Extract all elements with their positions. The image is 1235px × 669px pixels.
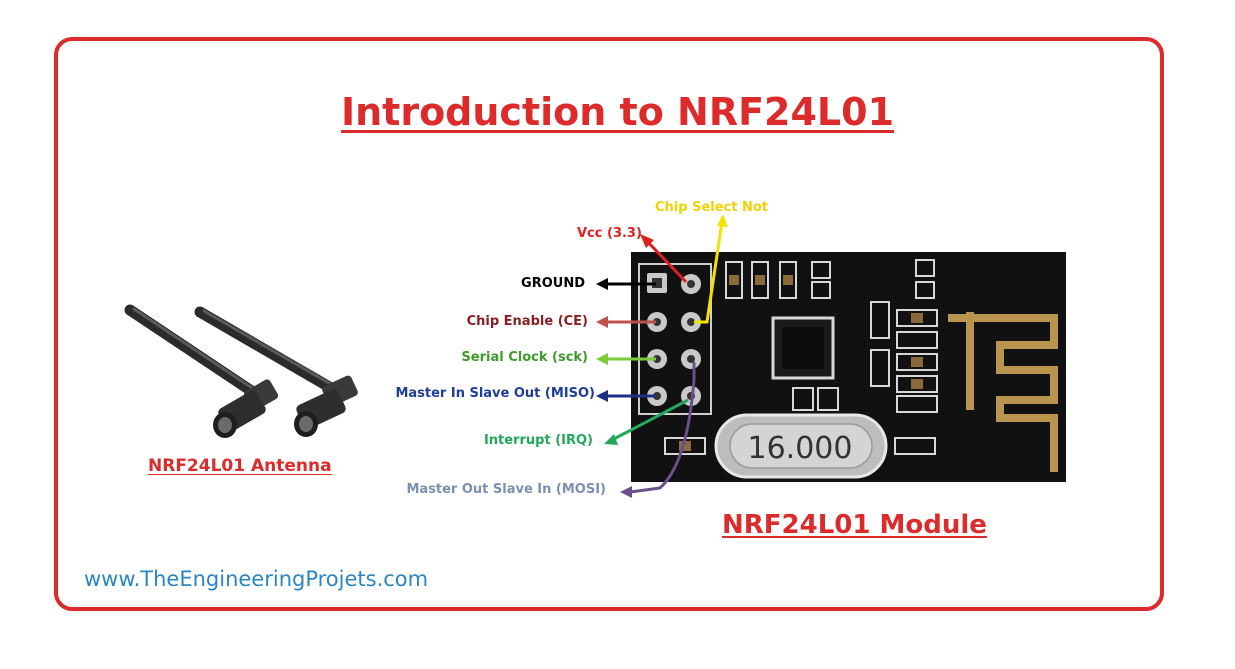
module-board [631, 252, 1066, 482]
antenna-left [124, 304, 279, 438]
label-irq: Interrupt (IRQ) [483, 433, 593, 448]
antenna-image [124, 304, 358, 438]
antenna-right [194, 306, 358, 437]
label-miso: Master In Slave Out (MISO) [395, 386, 595, 401]
page-title-text: Introduction to NRF24L01 [340, 90, 895, 134]
label-chip-select-not: Chip Select Not [655, 200, 769, 215]
label-ground: GROUND [521, 276, 585, 291]
label-mosi: Master Out Slave In (MOSI) [406, 482, 606, 497]
page-title: Introduction to NRF24L01 [0, 90, 1235, 134]
label-vcc: Vcc (3.3) [577, 226, 642, 241]
label-chip-enable: Chip Enable (CE) [466, 314, 588, 329]
module-caption: NRF24L01 Module [722, 510, 987, 540]
outer-frame [54, 37, 1164, 611]
label-serial-clock: Serial Clock (sck) [461, 350, 588, 365]
website-link[interactable]: www.TheEngineeringProjets.com [84, 567, 429, 591]
crystal [714, 413, 888, 479]
crystal-label: 16.000 [748, 431, 853, 466]
pin-pointers [596, 214, 728, 498]
antenna-caption: NRF24L01 Antenna [148, 456, 332, 476]
